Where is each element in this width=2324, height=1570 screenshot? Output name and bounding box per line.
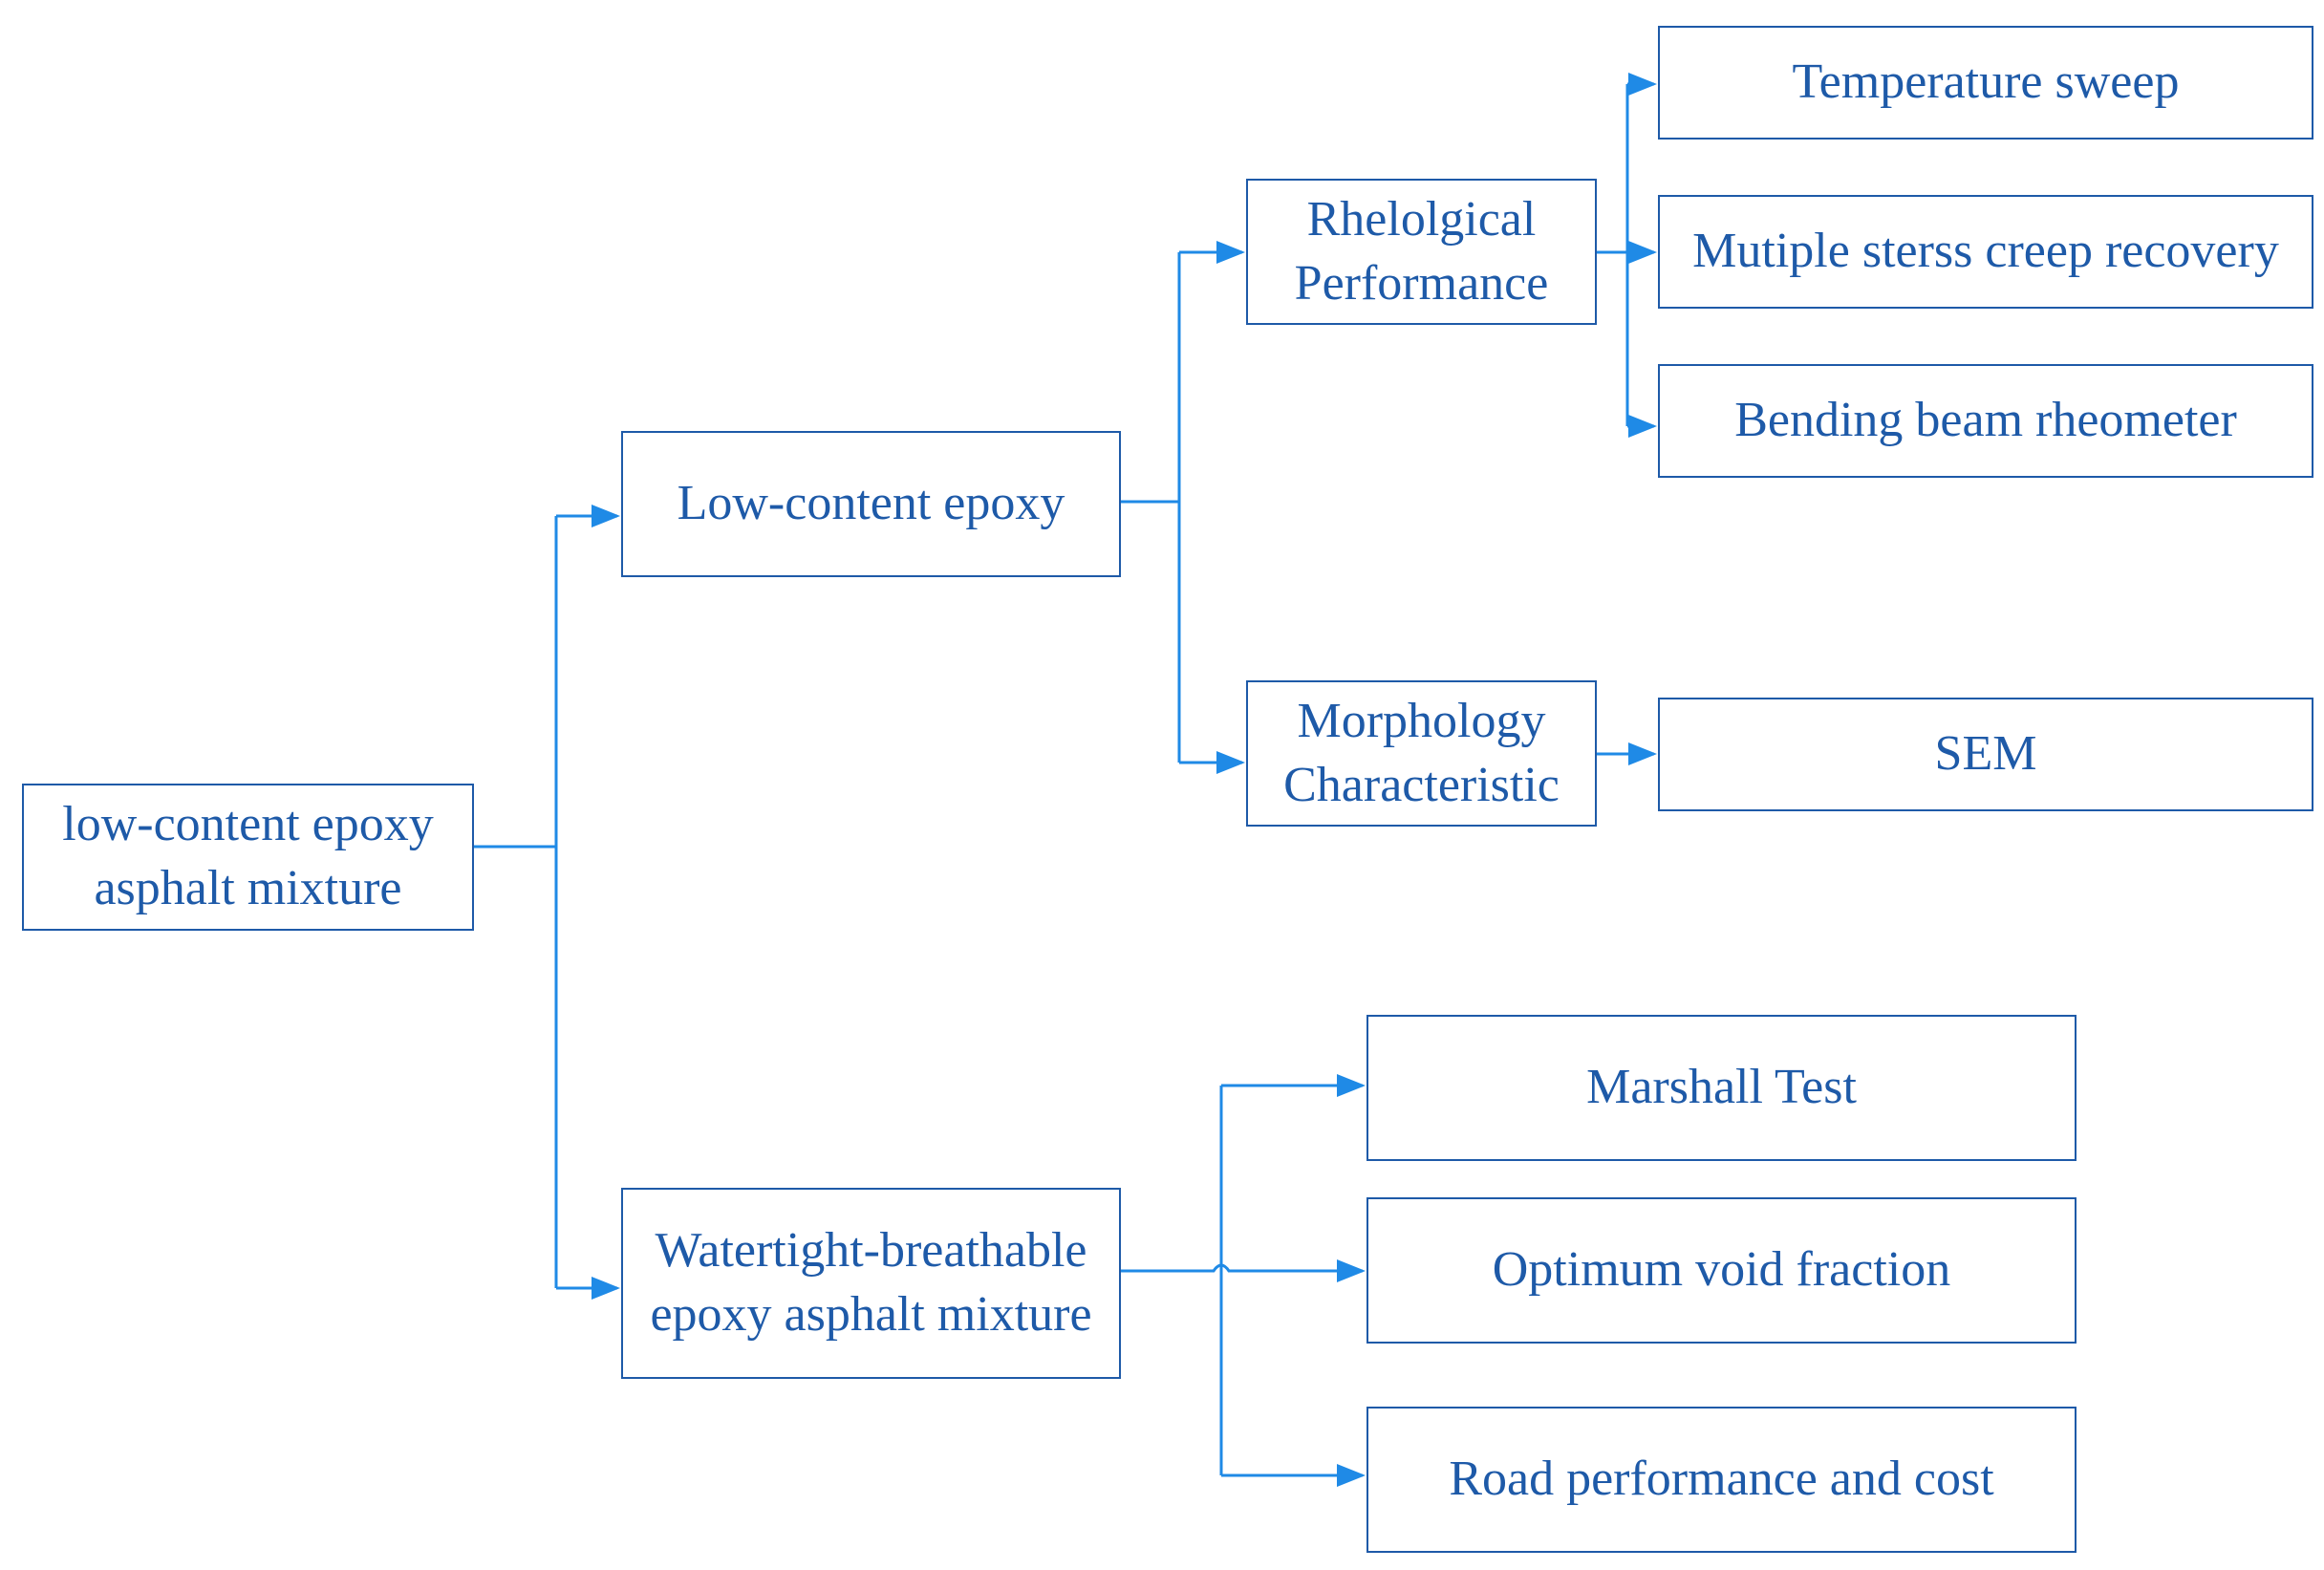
node-bending-beam-rheometer: Bending beam rheometer	[1658, 364, 2313, 478]
node-road-performance-and-cost: Road performance and cost	[1366, 1407, 2077, 1553]
node-watertight-breathable-mixture: Watertight-breathable epoxy asphalt mixt…	[621, 1188, 1121, 1379]
node-optimum-void-fraction: Optimum void fraction	[1366, 1197, 2077, 1344]
connector-low-trunk	[1121, 252, 1181, 763]
node-marshall-test: Marshall Test	[1366, 1015, 2077, 1161]
connector-rheo-trunk	[1597, 84, 1629, 426]
node-rheological-performance: Rhelolgical Performance	[1246, 179, 1597, 325]
node-low-content-epoxy: Low-content epoxy	[621, 431, 1121, 577]
node-sem: SEM	[1658, 698, 2313, 811]
node-multiple-stress-creep-recovery: Mutiple sterss creep recovery	[1658, 195, 2313, 309]
node-morphology-characteristic: Morphology Characteristic	[1246, 680, 1597, 827]
node-temperature-sweep: Temperature sweep	[1658, 26, 2313, 140]
connector-root-trunk	[474, 516, 558, 1288]
node-low-content-epoxy-asphalt-mixture: low-content epoxy asphalt mixture	[22, 784, 474, 931]
